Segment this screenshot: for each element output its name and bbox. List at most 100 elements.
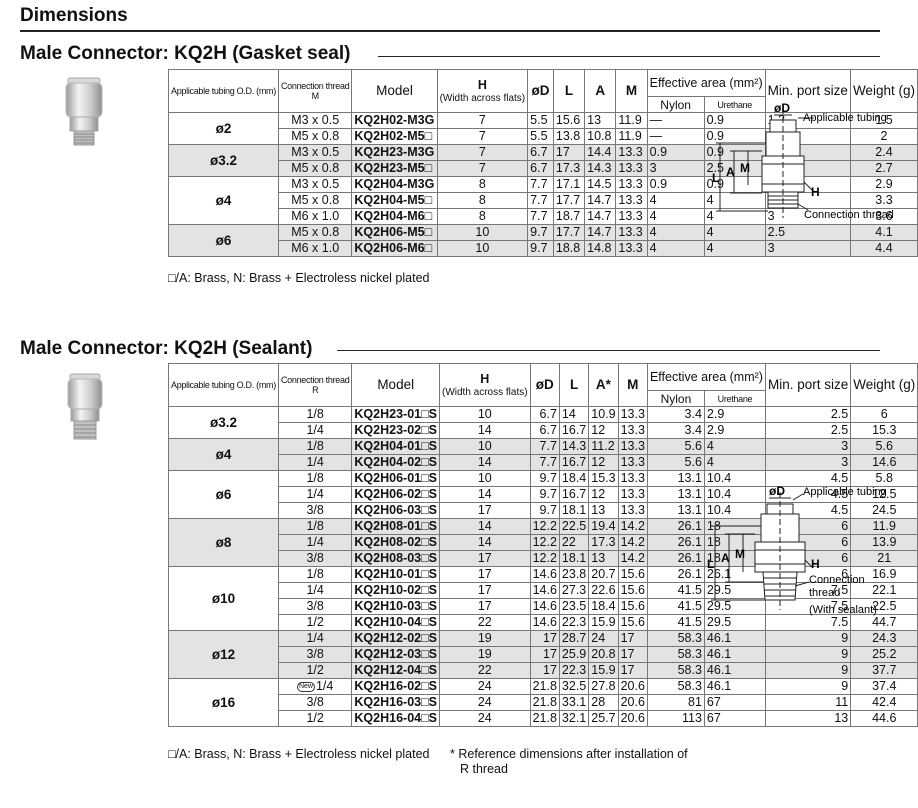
h-cell: 24 [439,678,531,695]
col-h-sub: (Width across flats) [442,387,528,398]
nylon-cell: 4 [646,240,705,257]
col-thread-sym: R [312,385,319,395]
l-cell: 16.7 [558,454,590,471]
a-cell: 14.4 [584,144,617,161]
sealant-footnote-ref-b: R thread [460,762,508,776]
a-cell: 14.7 [584,208,617,225]
sealant-footnote-ref-a: * Reference dimensions after installatio… [450,747,688,761]
d-cell: 14.6 [529,614,560,631]
nylon-cell: 5.6 [646,454,705,471]
thread-value: M5 x 0.8 [291,129,340,144]
thread-cell: 3/8 [277,694,353,711]
l-cell: 18.8 [552,240,586,257]
l-cell: 17.3 [552,160,586,177]
model-cell: KQ2H06-M5□ [351,224,438,241]
weight-cell: 15.3 [850,422,918,439]
col-weight-header: Weight (g) [849,69,918,113]
sealant-diagram-tubing: Applicable tubing [803,486,887,498]
nylon-cell: — [646,112,705,129]
thread-value: 1/8 [306,407,324,422]
nylon-cell: 4 [646,208,705,225]
col-l-header: L [552,69,586,113]
l-cell: 23.5 [558,598,590,615]
thread-value: M3 x 0.5 [291,177,340,192]
l-cell: 18.1 [558,502,590,519]
thread-value: M3 x 0.5 [291,113,340,128]
d-cell: 6.7 [529,422,560,439]
d-cell: 17 [529,662,560,679]
model-cell: KQ2H10-02□S [351,582,440,599]
h-cell: 17 [439,598,531,615]
tubing-size-cell: ø8 [168,518,279,567]
tubing-size-cell: ø16 [168,678,279,727]
l-cell: 22.5 [558,518,590,535]
thread-value: 1/2 [306,663,324,678]
a-cell: 27.8 [588,678,619,695]
thread-cell: M3 x 0.5 [277,176,353,193]
a-cell: 14.7 [584,192,617,209]
tubing-size-cell: ø3.2 [168,406,279,439]
m-cell: 14.2 [617,550,648,567]
sealant-diagram-thread3: (With sealant) [809,604,877,616]
col-h-label: H [480,372,490,386]
col-tubing-header: Applicable tubing O.D. (mm) [168,69,279,113]
h-cell: 14 [439,518,531,535]
nylon-cell: 13.1 [646,470,705,487]
nylon-cell: 41.5 [646,614,705,631]
new-badge: New [296,681,315,692]
h-cell: 7 [436,144,529,161]
h-cell: 7 [436,128,529,145]
thread-cell: 1/4 [277,454,353,471]
l-cell: 14.3 [558,438,590,455]
d-cell: 6.7 [529,406,560,423]
d-cell: 7.7 [529,438,560,455]
thread-value: 1/4 [315,679,334,694]
a-cell: 15.3 [588,470,619,487]
weight-cell: 37.7 [850,662,918,679]
m-cell: 15.6 [617,566,648,583]
a-cell: 19.4 [588,518,619,535]
d-cell: 17 [529,630,560,647]
weight-cell: 2.4 [849,144,918,161]
l-cell: 32.5 [558,678,590,695]
col-urethane-header: Urethane [703,96,766,113]
m-cell: 15.6 [617,582,648,599]
urethane-cell: 2.9 [703,422,766,439]
a-cell: 17.3 [588,534,619,551]
nylon-cell: 41.5 [646,582,705,599]
urethane-cell: 67 [703,694,766,711]
a-cell: 12 [588,422,619,439]
urethane-cell: 67 [703,710,766,727]
gasket-diagram-d: øD [774,101,790,115]
urethane-cell: 0.9 [703,128,766,145]
urethane-cell: 46.1 [703,662,766,679]
model-cell: KQ2H12-02□S [351,630,440,647]
a-cell: 14.7 [584,224,617,241]
thread-value: 3/8 [306,695,324,710]
tubing-size-cell: ø6 [168,224,279,257]
l-cell: 22.3 [558,614,590,631]
col-h-sub: (Width across flats) [439,93,526,104]
nylon-cell: 4 [646,224,705,241]
l-cell: 28.7 [558,630,590,647]
thread-value: 1/2 [306,711,324,726]
table-row: M5 x 0.8KQ2H04-M5□87.717.714.713.3442.53… [169,192,918,209]
nylon-cell: 26.1 [646,566,705,583]
thread-cell: M5 x 0.8 [277,192,353,209]
thread-cell: 3/8 [277,502,353,519]
h-cell: 22 [439,662,531,679]
tubing-size-cell: ø6 [168,470,279,519]
nylon-cell: 5.6 [646,438,705,455]
gasket-diagram-l: L [712,171,719,185]
h-cell: 17 [439,566,531,583]
thread-value: 1/8 [306,471,324,486]
thread-cell: 1/4 [277,534,353,551]
col-weight-header: Weight (g) [850,363,918,407]
nylon-cell: 13.1 [646,502,705,519]
l-cell: 13.8 [552,128,586,145]
model-cell: KQ2H16-03□S [351,694,440,711]
urethane-cell: 2.9 [703,406,766,423]
